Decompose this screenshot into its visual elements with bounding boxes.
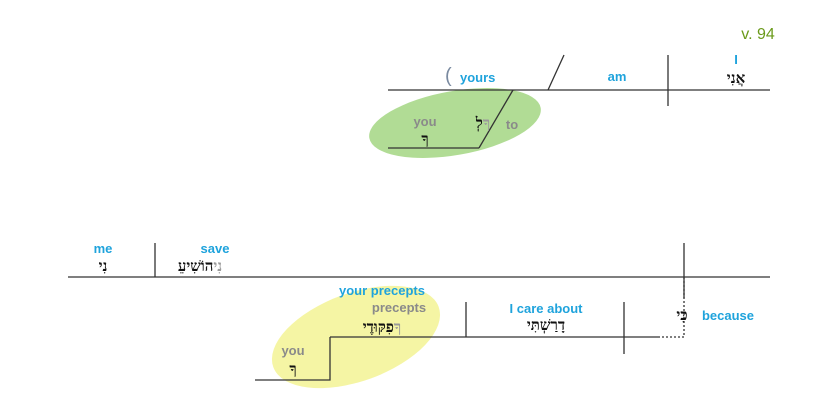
object-hebrew-3: ךָפִקּוּדֶי xyxy=(363,318,402,336)
complement-english: yours xyxy=(460,70,495,85)
subject-hebrew: אֲנִי xyxy=(727,69,746,87)
verb-hebrew-2: נִיהוֹשִׁיעֵ xyxy=(178,257,222,275)
object-hebrew: ךָ xyxy=(421,130,428,148)
dotted-connector xyxy=(658,277,685,338)
object-hebrew-2: נִי xyxy=(99,257,108,275)
possessor-english: you xyxy=(281,343,304,358)
verb-english-2: save xyxy=(201,241,230,256)
verb-english-3: I care about xyxy=(510,301,584,316)
preposition-hebrew: ךָלְ xyxy=(475,114,490,132)
object-english-gray: precepts xyxy=(372,300,426,315)
object-english-3: your precepts xyxy=(339,283,425,298)
verb-english: am xyxy=(608,69,627,84)
possessor-step xyxy=(255,337,331,381)
verse-number: v. 94 xyxy=(741,26,775,43)
ellipsis-paren: ( xyxy=(445,65,452,87)
conjunction-hebrew: כִּי xyxy=(676,306,687,324)
green-highlight xyxy=(369,88,541,158)
conjunction-english: because xyxy=(702,308,754,323)
object-english-2: me xyxy=(94,241,113,256)
preposition-english: to xyxy=(506,117,518,132)
possessor-hebrew: ךָ xyxy=(289,360,296,378)
verb-hebrew-3: דָרַשְׁתִּי xyxy=(527,316,565,334)
preposition-slant xyxy=(478,89,514,149)
subject-english: I xyxy=(734,52,738,67)
object-english: you xyxy=(413,114,436,129)
complement-divider xyxy=(547,54,565,91)
